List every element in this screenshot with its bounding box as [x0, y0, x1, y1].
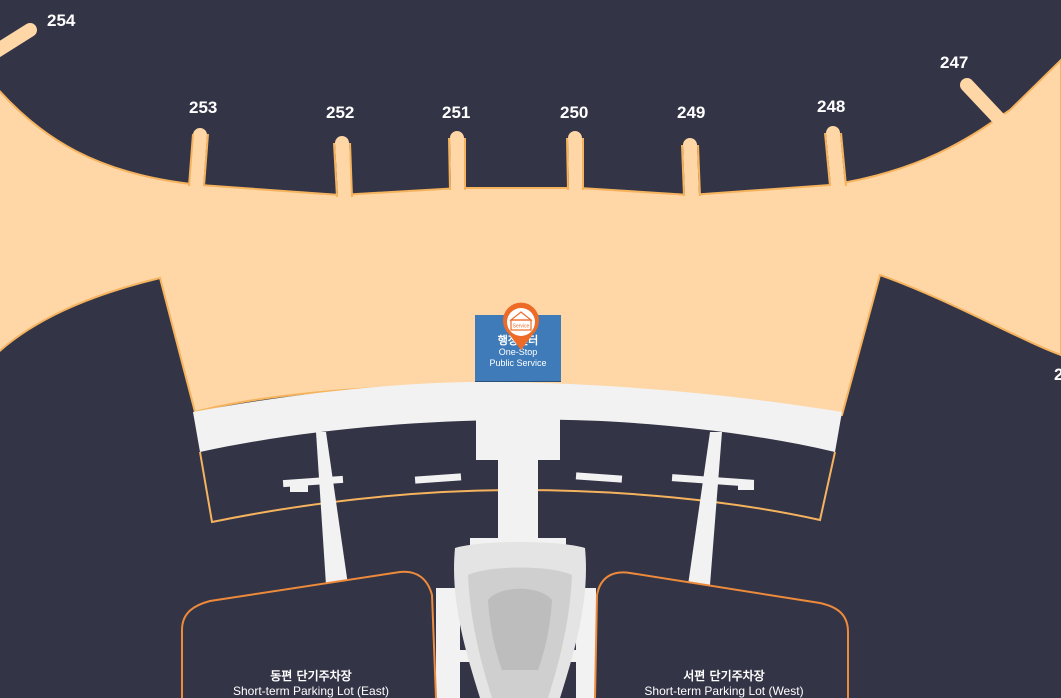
gate-piers: [0, 23, 1007, 203]
service-pin-icon[interactable]: Service: [500, 301, 542, 351]
curbside-road: [193, 381, 842, 452]
gate-label-247[interactable]: 247: [940, 53, 969, 72]
gate-label-253[interactable]: 253: [189, 98, 218, 117]
parking-lot-west-label[interactable]: 서편 단기주차장 Short-term Parking Lot (West): [614, 667, 834, 698]
gate-pier-outlines: [188, 132, 847, 198]
gate-label-250[interactable]: 250: [560, 103, 589, 122]
central-parking-core: [488, 588, 552, 670]
terminal-concourse: [0, 58, 1061, 417]
service-pin-text: Service: [513, 324, 530, 330]
gate-label-251[interactable]: 251: [442, 103, 471, 122]
service-point-name-en-1: One-Stop: [498, 347, 538, 357]
parking-lot-west-area: [594, 571, 849, 698]
parking-west-name-en: Short-term Parking Lot (West): [644, 684, 804, 698]
gate-label-partial[interactable]: 2: [1054, 365, 1061, 384]
parking-lot-east-area: [181, 570, 437, 698]
parking-east-name-ko: 동편 단기주차장: [270, 669, 352, 683]
service-point-name-en-2: Public Service: [489, 358, 547, 368]
parking-lot-east-label[interactable]: 동편 단기주차장 Short-term Parking Lot (East): [201, 667, 421, 698]
gate-label-254[interactable]: 254: [47, 11, 76, 30]
gate-label-249[interactable]: 249: [677, 103, 706, 122]
parking-east-name-en: Short-term Parking Lot (East): [232, 684, 390, 698]
gate-label-252[interactable]: 252: [326, 103, 355, 122]
gate-label-248[interactable]: 248: [817, 97, 846, 116]
parking-west-name-ko: 서편 단기주차장: [683, 669, 765, 683]
